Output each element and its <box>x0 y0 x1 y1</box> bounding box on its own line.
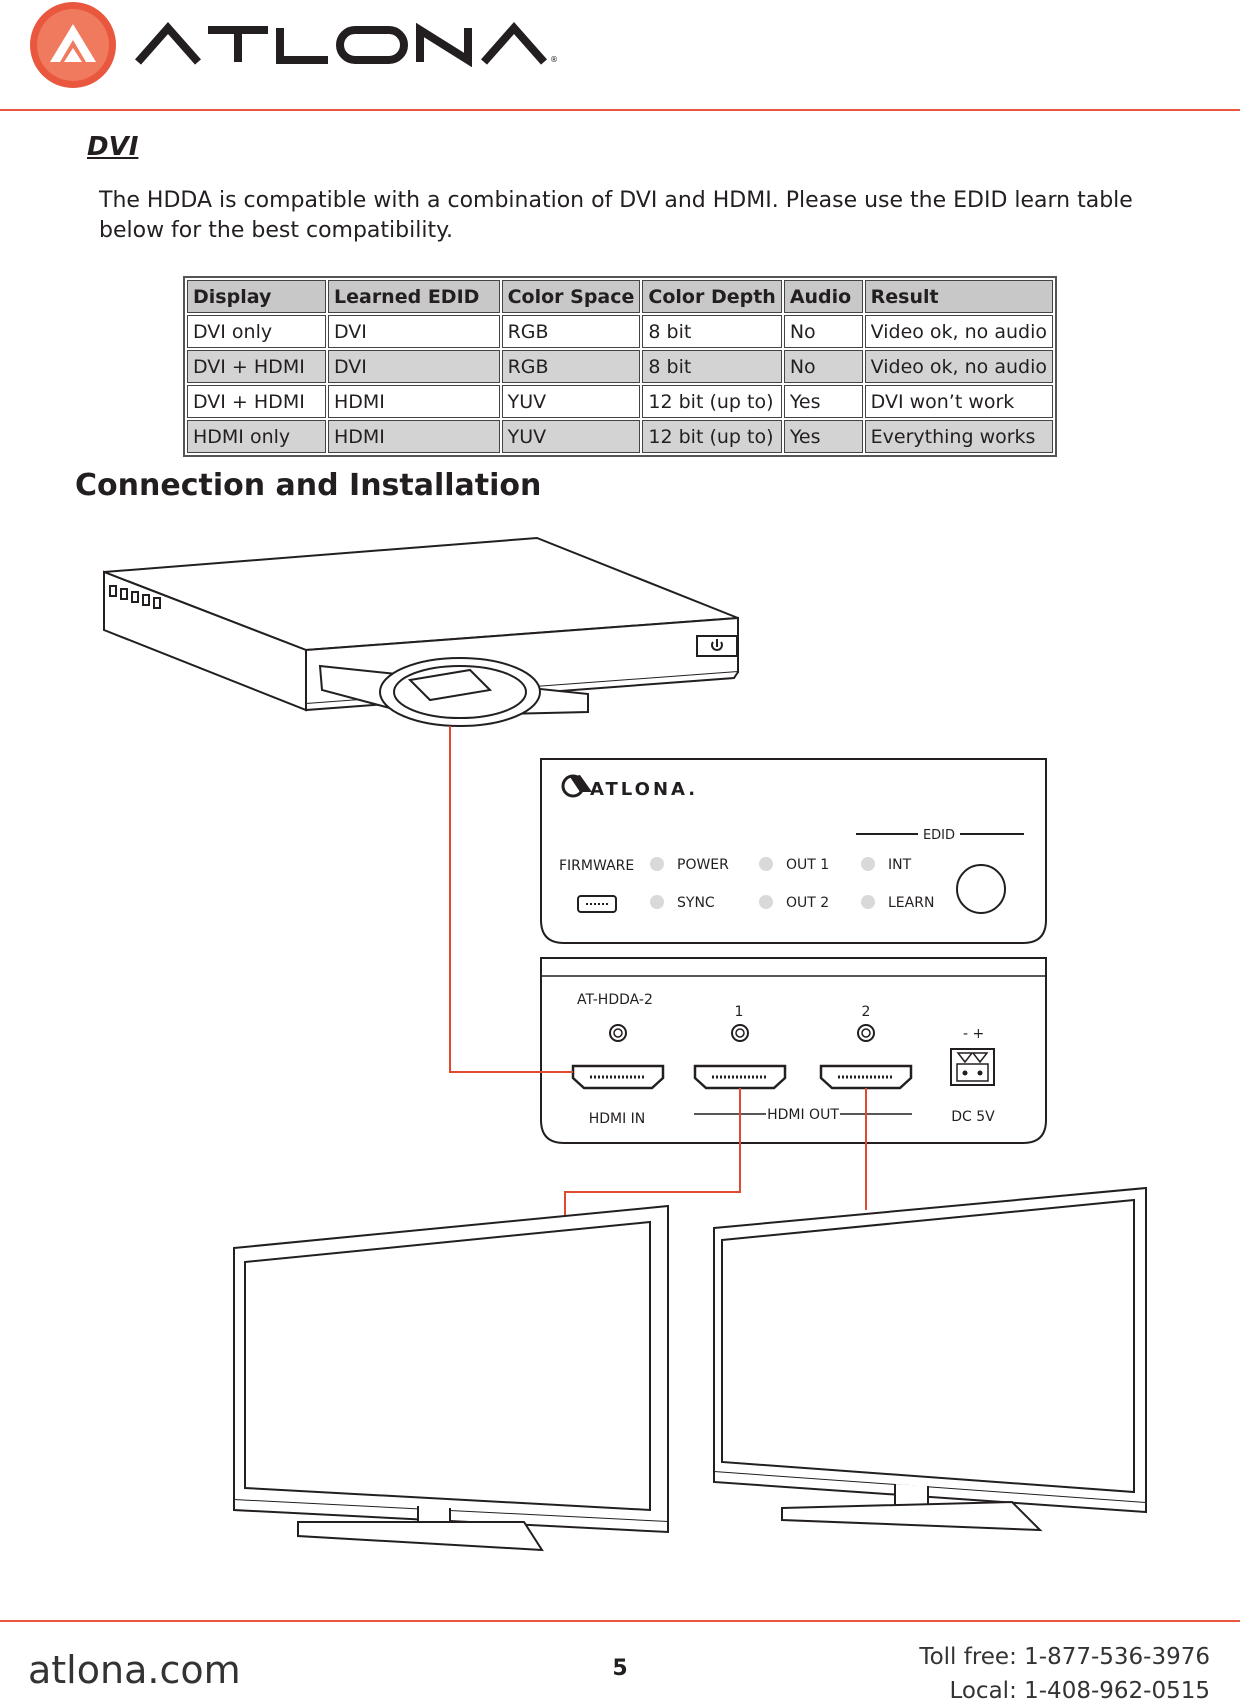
cable-out1-to-display1 <box>564 1088 741 1216</box>
source-player-illustration <box>103 536 739 727</box>
logo-mark-icon <box>50 24 96 62</box>
in-led <box>609 1024 627 1042</box>
cell: 8 bit <box>642 350 782 383</box>
device-brand: ATLONA. <box>590 779 698 800</box>
cell: HDMI <box>328 385 500 418</box>
usb-port-icon[interactable] <box>577 895 617 913</box>
firmware-label: FIRMWARE <box>559 858 634 874</box>
col-display: Display <box>187 280 326 313</box>
cell: Everything works <box>864 420 1053 453</box>
polarity-label: - + <box>963 1026 984 1042</box>
port1-label: 1 <box>735 1004 744 1020</box>
cell: Video ok, no audio <box>864 315 1053 348</box>
player-button <box>109 585 117 597</box>
power-label: POWER <box>677 857 729 873</box>
int-label: INT <box>888 857 912 873</box>
local-number: Local: 1-408-962-0515 <box>949 1678 1210 1704</box>
logo-wordmark <box>135 21 547 68</box>
cell: 8 bit <box>642 315 782 348</box>
port2-label: 2 <box>862 1004 871 1020</box>
cell: DVI <box>328 350 500 383</box>
cell: Yes <box>783 420 863 453</box>
cell: HDMI only <box>187 420 326 453</box>
toll-free-number: Toll free: 1-877-536-3976 <box>919 1644 1210 1670</box>
cell: Video ok, no audio <box>864 350 1053 383</box>
cell: DVI + HDMI <box>187 350 326 383</box>
out2-port-led <box>857 1024 875 1042</box>
page-number: 5 <box>612 1656 628 1681</box>
power-led <box>650 857 664 871</box>
cell: No <box>783 315 863 348</box>
footer-website-link[interactable]: atlona.com <box>28 1648 241 1692</box>
cell: 12 bit (up to) <box>642 385 782 418</box>
edid-label: EDID <box>923 828 955 843</box>
dc-label: DC 5V <box>951 1109 995 1125</box>
footer-divider <box>0 1620 1240 1622</box>
col-color-space: Color Space <box>501 280 641 313</box>
connection-diagram: ATLONA. EDID FIRMWARE POWER SYNC OUT 1 O… <box>103 536 1147 1552</box>
edid-button[interactable] <box>956 864 1006 914</box>
svg-text:®: ® <box>550 55 558 64</box>
cell: RGB <box>501 350 641 383</box>
col-color-depth: Color Depth <box>642 280 782 313</box>
edid-learn-table: Display Learned EDID Color Space Color D… <box>183 276 1057 457</box>
sync-label: SYNC <box>677 895 715 911</box>
hdmi-out-label: HDMI OUT <box>767 1107 839 1123</box>
cell: DVI won’t work <box>864 385 1053 418</box>
cell: DVI <box>328 315 500 348</box>
cell: HDMI <box>328 420 500 453</box>
table-header-row: Display Learned EDID Color Space Color D… <box>187 280 1053 313</box>
section-title-dvi: DVI <box>87 132 139 162</box>
hdmi-cables <box>449 726 867 1216</box>
learn-led <box>861 895 875 909</box>
table-row: DVI + HDMI HDMI YUV 12 bit (up to) Yes D… <box>187 385 1053 418</box>
display-2-illustration <box>713 1186 1147 1532</box>
hdmi-in-label: HDMI IN <box>589 1111 646 1127</box>
cell: 12 bit (up to) <box>642 420 782 453</box>
col-learned-edid: Learned EDID <box>328 280 500 313</box>
cell: DVI + HDMI <box>187 385 326 418</box>
out1-port-led <box>731 1024 749 1042</box>
out1-label: OUT 1 <box>786 857 829 873</box>
model-label: AT-HDDA-2 <box>577 992 653 1008</box>
out1-led <box>759 857 773 871</box>
dvi-intro-text: The HDDA is compatible with a combinatio… <box>99 188 1133 243</box>
table-row: DVI + HDMI DVI RGB 8 bit No Video ok, no… <box>187 350 1053 383</box>
out2-led <box>759 895 773 909</box>
int-led <box>861 857 875 871</box>
cell: DVI only <box>187 315 326 348</box>
learn-label: LEARN <box>888 895 934 911</box>
section-title-connection: Connection and Installation <box>75 468 542 503</box>
col-audio: Audio <box>783 280 863 313</box>
col-result: Result <box>864 280 1053 313</box>
cell: No <box>783 350 863 383</box>
cell: RGB <box>501 315 641 348</box>
table-row: DVI only DVI RGB 8 bit No Video ok, no a… <box>187 315 1053 348</box>
display-1-illustration <box>233 1204 669 1552</box>
table-row: HDMI only HDMI YUV 12 bit (up to) Yes Ev… <box>187 420 1053 453</box>
header-divider <box>0 109 1240 111</box>
cell: YUV <box>501 420 641 453</box>
cell: Yes <box>783 385 863 418</box>
cell: YUV <box>501 385 641 418</box>
hdda-rear-panel: AT-HDDA-2 1 2 - + HDMI IN HDMI OUT DC 5V <box>540 957 1047 1144</box>
hdda-front-panel: ATLONA. EDID FIRMWARE POWER SYNC OUT 1 O… <box>540 758 1047 944</box>
atlona-logo: ® <box>30 2 558 88</box>
sync-led <box>650 895 664 909</box>
out2-label: OUT 2 <box>786 895 829 911</box>
cable-source-to-hdda <box>449 726 573 1073</box>
